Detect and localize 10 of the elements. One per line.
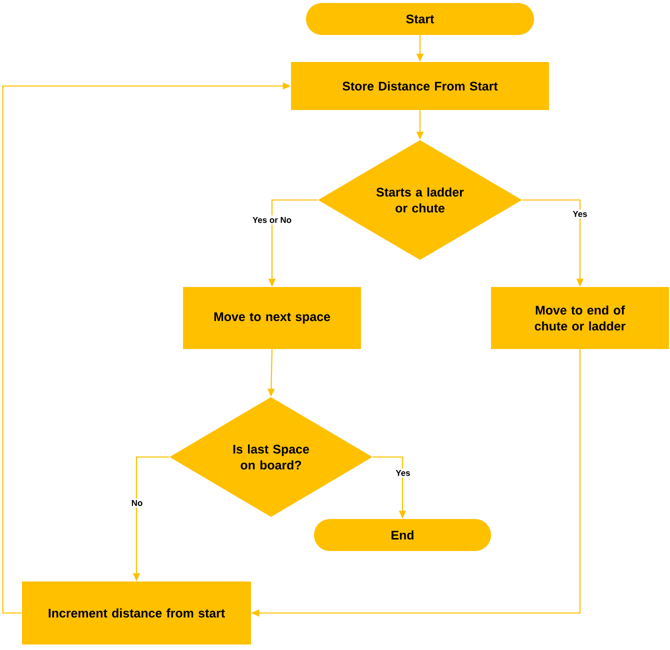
process-box: Move to next space [183,287,361,349]
process-box: Store Distance From Start [291,62,549,110]
process-box: Increment distance from start [22,582,251,644]
edge-label: No [130,498,144,508]
terminal-pill: End [314,519,491,551]
edge-label: Yes [394,468,412,478]
edge-label: Yes or No [250,216,294,224]
edge-label: Yes [571,210,589,218]
process-box: Move to end of chute or ladder [491,287,669,349]
terminal-pill: Start [306,3,534,35]
